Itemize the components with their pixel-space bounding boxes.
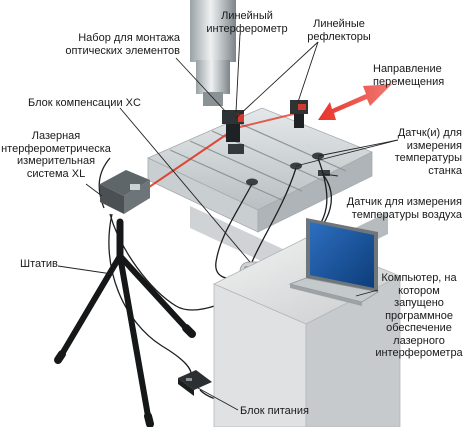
label-tripod: Штатив [20, 258, 58, 270]
label-laser-system: Лазерная нтерферометрическа измерительна… [1, 130, 111, 180]
machine-spindle [190, 0, 236, 106]
optics-assembly [222, 110, 244, 154]
reflector-assembly [290, 100, 308, 128]
laser-beam [132, 111, 303, 199]
laptop-illustration [288, 218, 380, 306]
label-linear-interferometer: Линейный интерферометр [206, 10, 288, 35]
label-power-supply: Блок питания [240, 405, 309, 417]
air-temp-sensor [318, 170, 330, 176]
label-machine-temp-sensors: Датчк(и) для измерения температуры станк… [394, 127, 462, 177]
laser-head [100, 170, 150, 214]
leader-lines [57, 33, 399, 411]
label-movement-direction: Направление перемещения [373, 63, 445, 88]
label-optics-kit: Набор для монтажа оптических элементов [65, 32, 180, 57]
label-compensation-unit: Блок компенсации XC [28, 97, 141, 109]
tripod [54, 218, 196, 427]
machine-table [147, 107, 388, 278]
movement-direction-arrow [318, 84, 392, 120]
label-linear-reflectors: Линейные рефлекторы [307, 18, 371, 43]
label-laptop: Компьютер, на котором запущено программн… [375, 272, 463, 359]
label-air-temp-sensor: Датчик для измерения температуры воздуха [346, 196, 462, 221]
power-supply [178, 370, 212, 396]
